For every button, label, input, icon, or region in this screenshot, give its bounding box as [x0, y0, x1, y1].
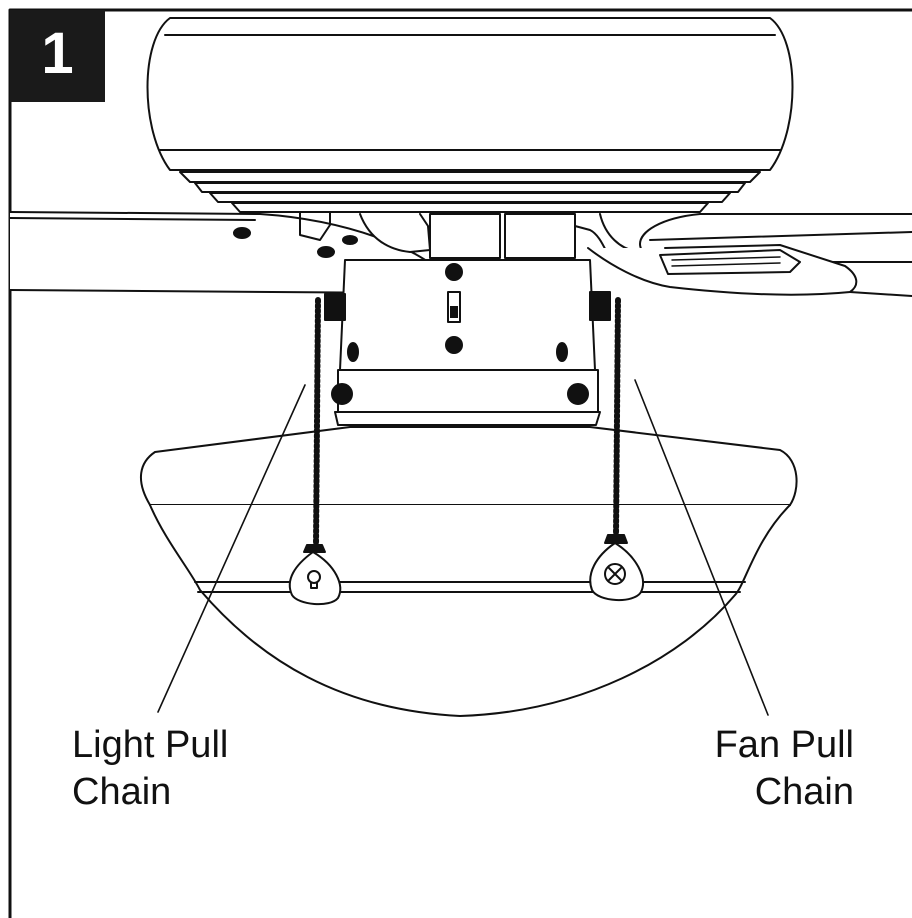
light-pull-chain-label: Light Pull Chain	[72, 722, 228, 816]
light-label-line1: Light Pull	[72, 722, 228, 769]
fan-label-line2: Chain	[715, 769, 854, 816]
motor-housing	[148, 18, 793, 212]
switch-housing	[325, 260, 610, 370]
fan-label-line1: Fan Pull	[715, 722, 854, 769]
step-badge: 1	[10, 10, 105, 102]
light-label-line2: Chain	[72, 769, 228, 816]
right-fan-blade	[588, 214, 912, 296]
fan-pull-chain-label: Fan Pull Chain	[715, 722, 854, 816]
step-number: 1	[10, 18, 105, 90]
light-kit-fitter	[332, 370, 600, 425]
light-glass-bowl	[141, 427, 797, 716]
